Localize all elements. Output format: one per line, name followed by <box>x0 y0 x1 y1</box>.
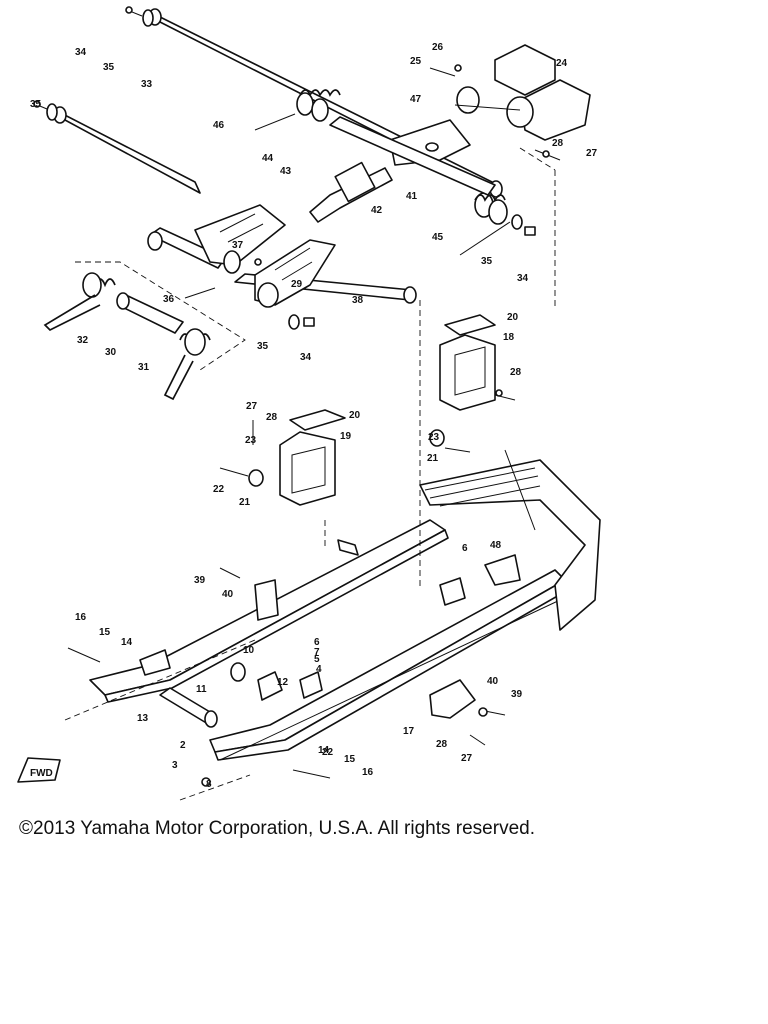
callout-label: 20 <box>507 312 519 323</box>
callout-label: 34 <box>300 352 312 363</box>
callout-label: 16 <box>362 767 374 778</box>
callout-label: 6 <box>462 543 468 554</box>
callout-label: 14 <box>121 637 133 648</box>
callout-label: 27 <box>246 401 258 412</box>
callout-label: 28 <box>510 367 522 378</box>
callout-label: 22 <box>213 484 225 495</box>
callout-label: 4 <box>316 664 322 675</box>
callout-label: 15 <box>344 754 356 765</box>
callout-label: 10 <box>243 645 255 656</box>
rail-brackets <box>219 314 516 506</box>
callout-label: 48 <box>490 540 502 551</box>
callout-label: 35 <box>481 256 493 267</box>
callout-label: 23 <box>428 432 440 443</box>
callout-label: 20 <box>349 410 361 421</box>
callout-label: 31 <box>138 362 150 373</box>
skid-rails <box>64 147 601 801</box>
callout-label: 28 <box>436 739 448 750</box>
callout-label: 26 <box>432 42 444 53</box>
callout-label: 28 <box>266 412 278 423</box>
callout-label: 25 <box>410 56 422 67</box>
callout-label: 45 <box>432 232 444 243</box>
callout-label: 38 <box>352 295 364 306</box>
callout-label: 11 <box>196 684 207 695</box>
part-callout-labels: 2345667810111213141415151616171819202021… <box>30 42 598 790</box>
callout-label: 21 <box>427 453 439 464</box>
callout-label: 2 <box>180 740 186 751</box>
callout-label: 30 <box>105 347 117 358</box>
upper-shaft-assembly <box>33 6 536 256</box>
callout-label: 3 <box>172 760 178 771</box>
callout-label: 5 <box>314 654 320 665</box>
callout-label: 39 <box>194 575 206 586</box>
callout-label: 7 <box>314 647 320 658</box>
callout-label: 40 <box>222 589 234 600</box>
swing-arm-assembly <box>147 204 417 330</box>
forward-direction-marker: FWD <box>17 757 61 783</box>
callout-label: 27 <box>461 753 473 764</box>
callout-label: 34 <box>75 47 87 58</box>
callout-label: 14 <box>318 745 330 756</box>
callout-label: 18 <box>503 332 515 343</box>
torsion-spring-set <box>43 261 246 401</box>
callout-label: 28 <box>552 138 564 149</box>
callout-label: 16 <box>75 612 87 623</box>
callout-label: 13 <box>137 713 149 724</box>
callout-label: 37 <box>232 240 244 251</box>
callout-label: 32 <box>77 335 89 346</box>
callout-label: 12 <box>277 677 289 688</box>
forward-marker-label: FWD <box>30 768 53 779</box>
callout-label: 35 <box>103 62 115 73</box>
callout-label: 41 <box>406 191 418 202</box>
callout-label: 42 <box>371 205 383 216</box>
callout-label: 44 <box>262 153 274 164</box>
callout-label: 46 <box>213 120 225 131</box>
callout-label: 6 <box>314 637 320 648</box>
callout-label: 19 <box>340 431 352 442</box>
callout-label: 8 <box>206 779 212 790</box>
callout-label: 22 <box>322 747 334 758</box>
shock-absorber-assembly <box>309 44 591 223</box>
callout-label: 24 <box>556 58 568 69</box>
callout-label: 21 <box>239 497 251 508</box>
callout-label: 40 <box>487 676 499 687</box>
callout-label: 29 <box>291 279 303 290</box>
callout-label: 15 <box>99 627 111 638</box>
callout-label: 17 <box>403 726 415 737</box>
callout-label: 39 <box>511 689 523 700</box>
callout-label: 23 <box>245 435 257 446</box>
callout-label: 27 <box>586 148 598 159</box>
callout-label: 33 <box>141 79 153 90</box>
suspension-parts-diagram: FWD 234566781011121314141515161617181920… <box>17 6 601 801</box>
callout-label: 36 <box>163 294 175 305</box>
callout-label: 35 <box>257 341 269 352</box>
callout-label: 35 <box>30 99 42 110</box>
callout-label: 47 <box>410 94 422 105</box>
callout-label: 34 <box>517 273 529 284</box>
callout-label: 43 <box>280 166 292 177</box>
copyright-notice: ©2013 Yamaha Motor Corporation, U.S.A. A… <box>19 818 535 839</box>
